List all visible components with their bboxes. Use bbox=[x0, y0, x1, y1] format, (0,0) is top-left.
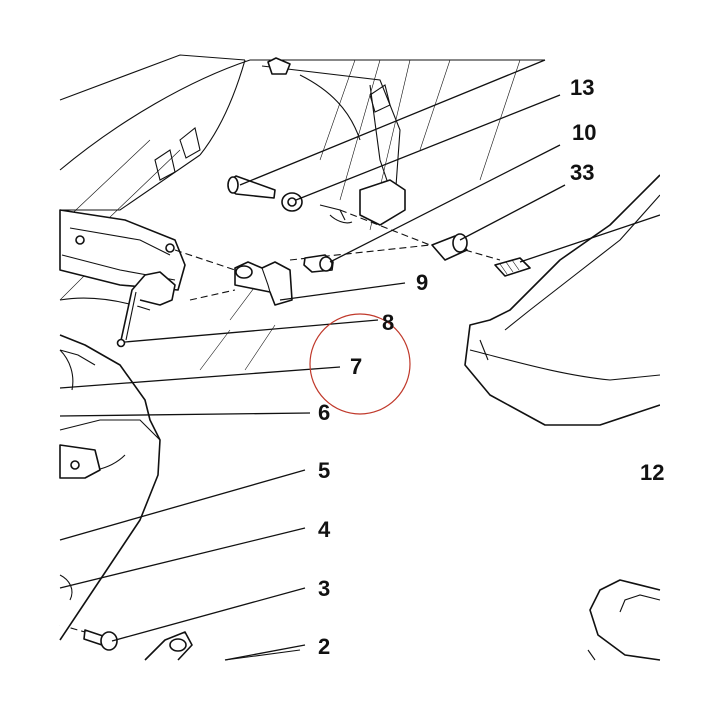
right-edge-mask bbox=[660, 0, 720, 460]
sleeve-part-13 bbox=[431, 233, 468, 261]
nut-part-10 bbox=[303, 254, 334, 273]
callout-8: 8 bbox=[382, 310, 394, 335]
callout-12: 13 bbox=[570, 75, 594, 100]
callout-33: 12 bbox=[640, 460, 664, 485]
bottom-right-cylinder bbox=[587, 579, 661, 661]
highlight-circle bbox=[309, 313, 411, 415]
rod-part-7 bbox=[116, 271, 176, 348]
clip-part-9 bbox=[234, 261, 293, 306]
callout-13: 33 bbox=[570, 160, 594, 185]
left-edge-mask bbox=[0, 0, 58, 720]
panel-bracket bbox=[319, 179, 406, 226]
callout-3: 3 bbox=[318, 576, 330, 601]
body-panel bbox=[59, 54, 545, 371]
leader-lines bbox=[59, 59, 661, 661]
callout-7: 7 bbox=[350, 354, 362, 379]
right-cover-part bbox=[464, 174, 661, 426]
callout-6: 6 bbox=[318, 400, 330, 425]
screw-part-3 bbox=[83, 629, 118, 651]
bottom-edge-mask bbox=[0, 662, 720, 720]
washer bbox=[281, 192, 303, 212]
lower-trim-panel bbox=[59, 334, 161, 641]
bolt-part-12 bbox=[227, 175, 276, 199]
callout-9: 9 bbox=[416, 270, 428, 295]
bottom-bracket bbox=[144, 631, 301, 661]
callout-10: 10 bbox=[572, 120, 596, 145]
threaded-pin bbox=[494, 257, 531, 277]
callout-2: 2 bbox=[318, 634, 330, 659]
callout-labels: 13 10 33 9 8 7 6 5 4 3 2 12 bbox=[318, 75, 664, 659]
bracket-assembly bbox=[59, 209, 186, 311]
callout-5: 5 bbox=[318, 458, 330, 483]
callout-4: 4 bbox=[318, 517, 331, 542]
